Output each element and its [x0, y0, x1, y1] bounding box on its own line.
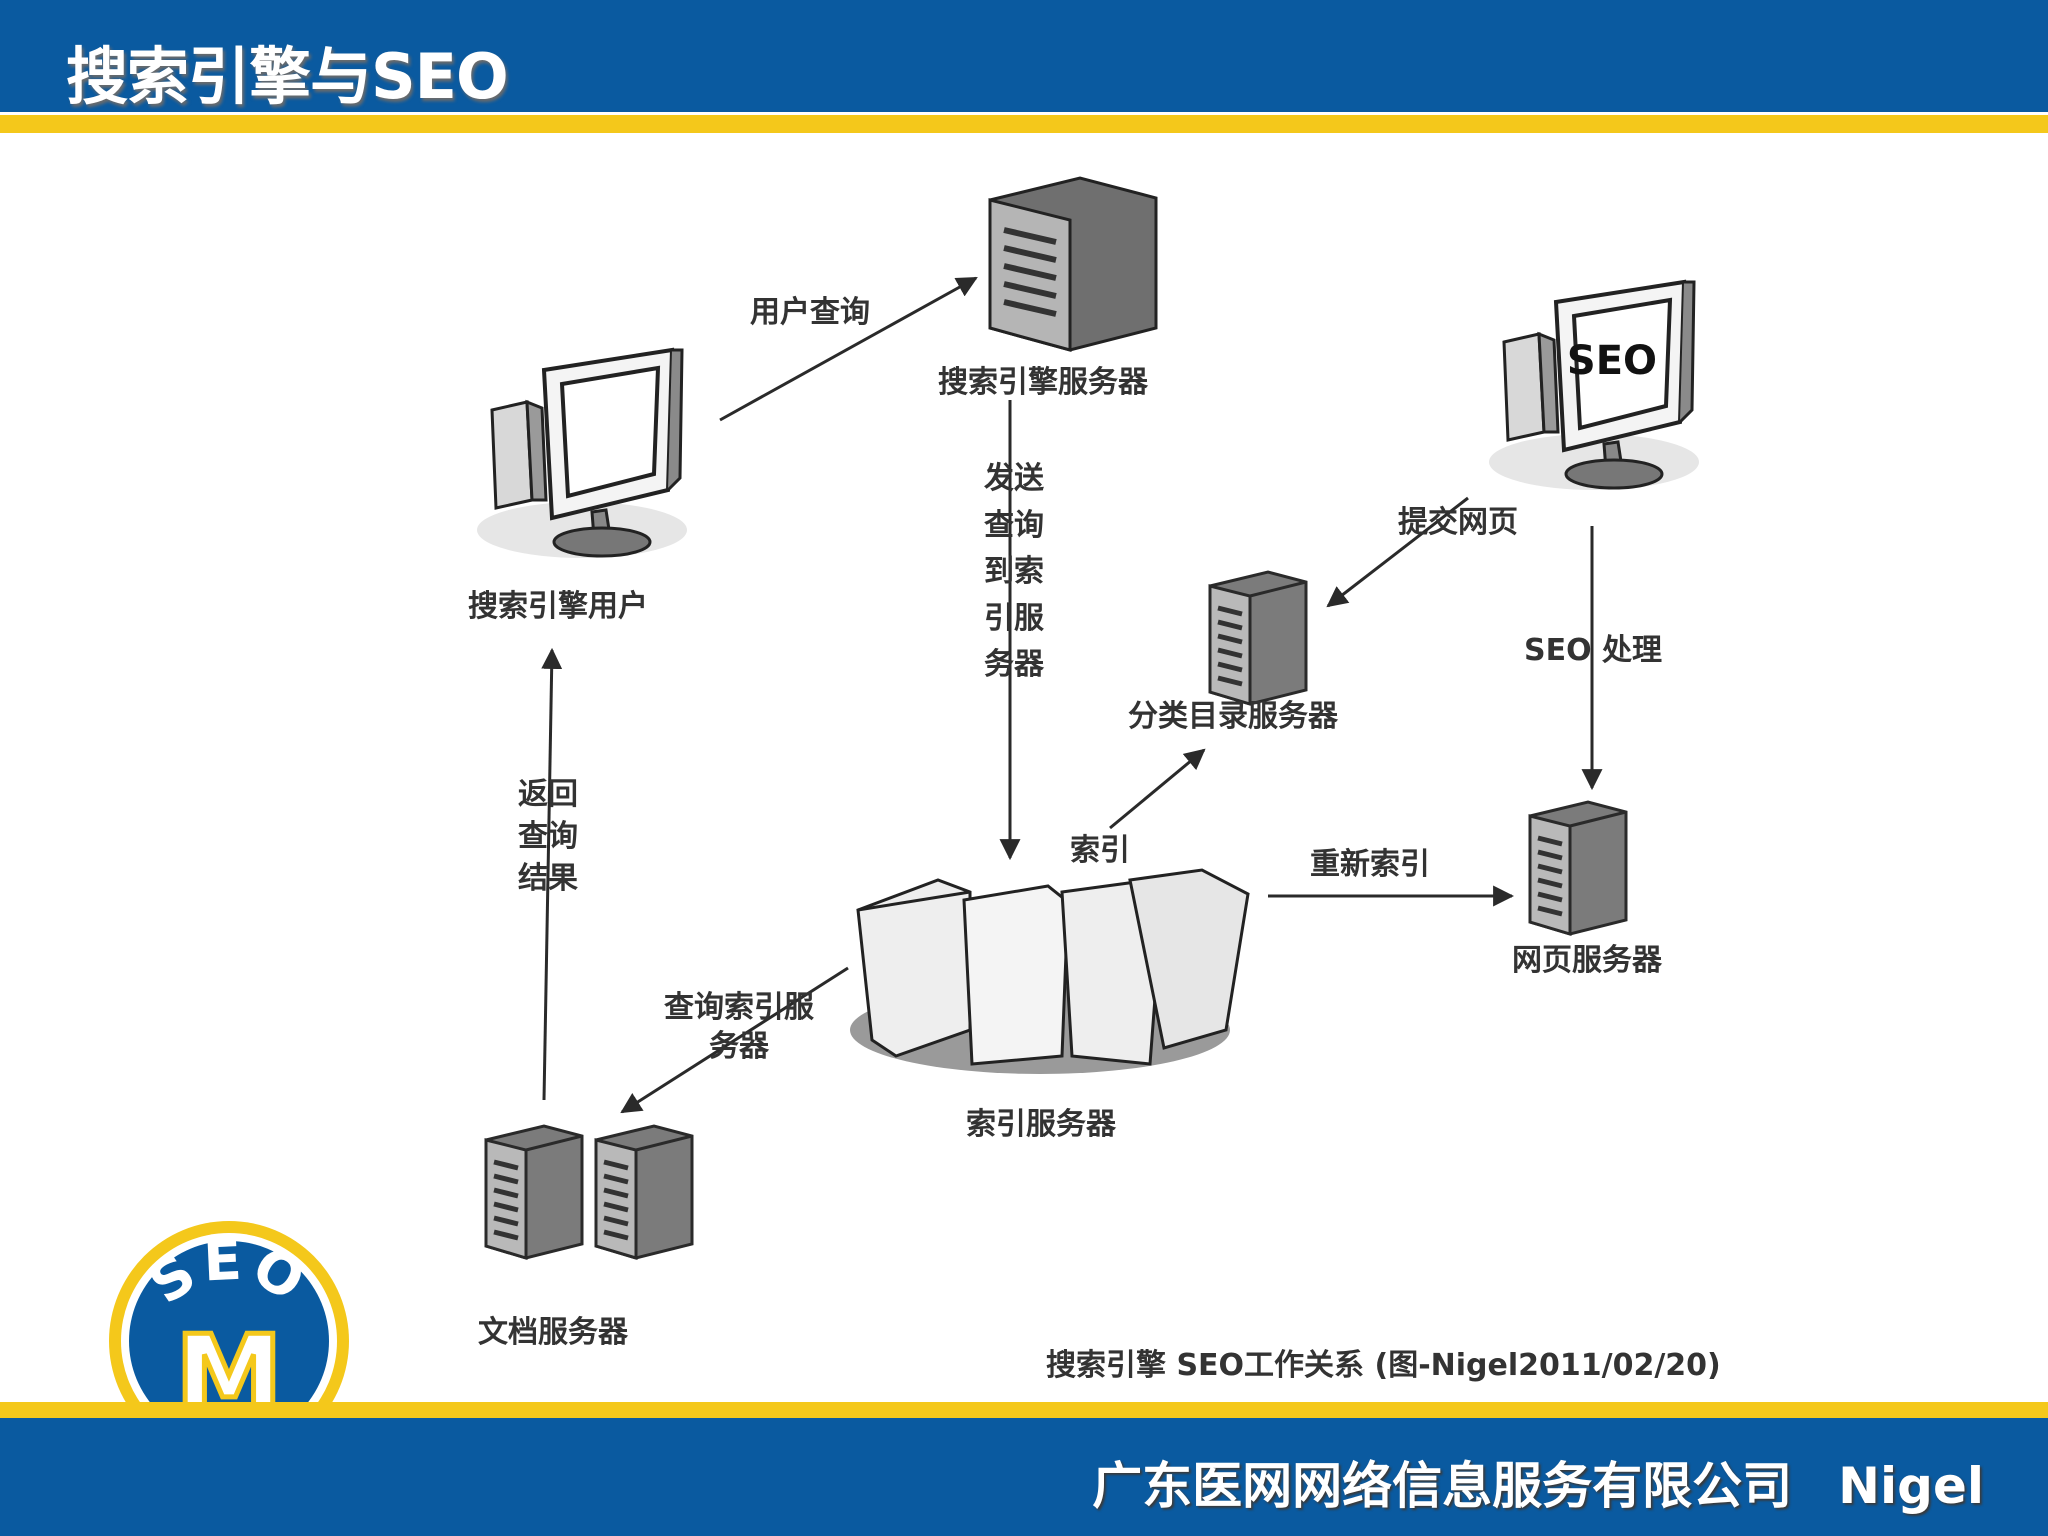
label-catalog-server: 分类目录服务器 [1128, 699, 1338, 734]
seo-screen-text: SEO [1567, 338, 1657, 384]
label-search-server: 搜索引擎服务器 [938, 365, 1148, 400]
seo-m-logo: SEO M [109, 1221, 349, 1461]
footer-author: Nigel [1838, 1457, 1984, 1515]
search-engine-server-icon [988, 176, 1158, 352]
label-query-index: 查询索引服务器 [664, 990, 814, 1064]
label-index: 索引 [1070, 833, 1130, 868]
diagram-caption: 搜索引擎 SEO工作关系 (图-Nigel2011/02/20) [1046, 1348, 1721, 1383]
label-doc-server: 文档服务器 [478, 1315, 628, 1350]
footer: 广东医网网络信息服务有限公司 Nigel [1092, 1446, 1984, 1518]
footer-company: 广东医网网络信息服务有限公司 [1092, 1457, 1793, 1515]
footer-stripe [0, 1402, 2048, 1418]
header-stripe [0, 112, 2048, 133]
slide-title: 搜索引擎与SEO [66, 40, 509, 113]
label-send-query: 发送查询到索引服务器 [984, 461, 1044, 682]
header-band [0, 0, 2048, 112]
label-user-query: 用户查询 [750, 295, 870, 330]
arrow-query-index [620, 966, 849, 1114]
footer-band [0, 1418, 2048, 1536]
arrow-submit-page [1326, 496, 1469, 608]
arrow-index [1109, 748, 1206, 830]
index-servers-icon [850, 868, 1250, 1074]
seo-computer-icon: SEO [1487, 280, 1701, 492]
label-web-server: 网页服务器 [1512, 943, 1662, 978]
label-seo-process: SEO 处理 [1524, 633, 1663, 668]
doc-server-icon-1 [486, 1126, 582, 1258]
arrow-user-query [719, 276, 978, 422]
label-return-results: 返回查询结果 [518, 777, 578, 896]
label-search-user: 搜索引擎用户 [468, 589, 648, 624]
arrow-return-results [541, 647, 563, 1101]
label-reindex: 重新索引 [1310, 847, 1430, 882]
user-computer-icon [475, 348, 689, 560]
web-server-icon [1530, 802, 1626, 934]
doc-server-icon-2 [596, 1126, 692, 1258]
label-submit-page: 提交网页 [1398, 505, 1518, 540]
label-index-server: 索引服务器 [966, 1107, 1116, 1142]
catalog-server-icon [1210, 572, 1306, 704]
